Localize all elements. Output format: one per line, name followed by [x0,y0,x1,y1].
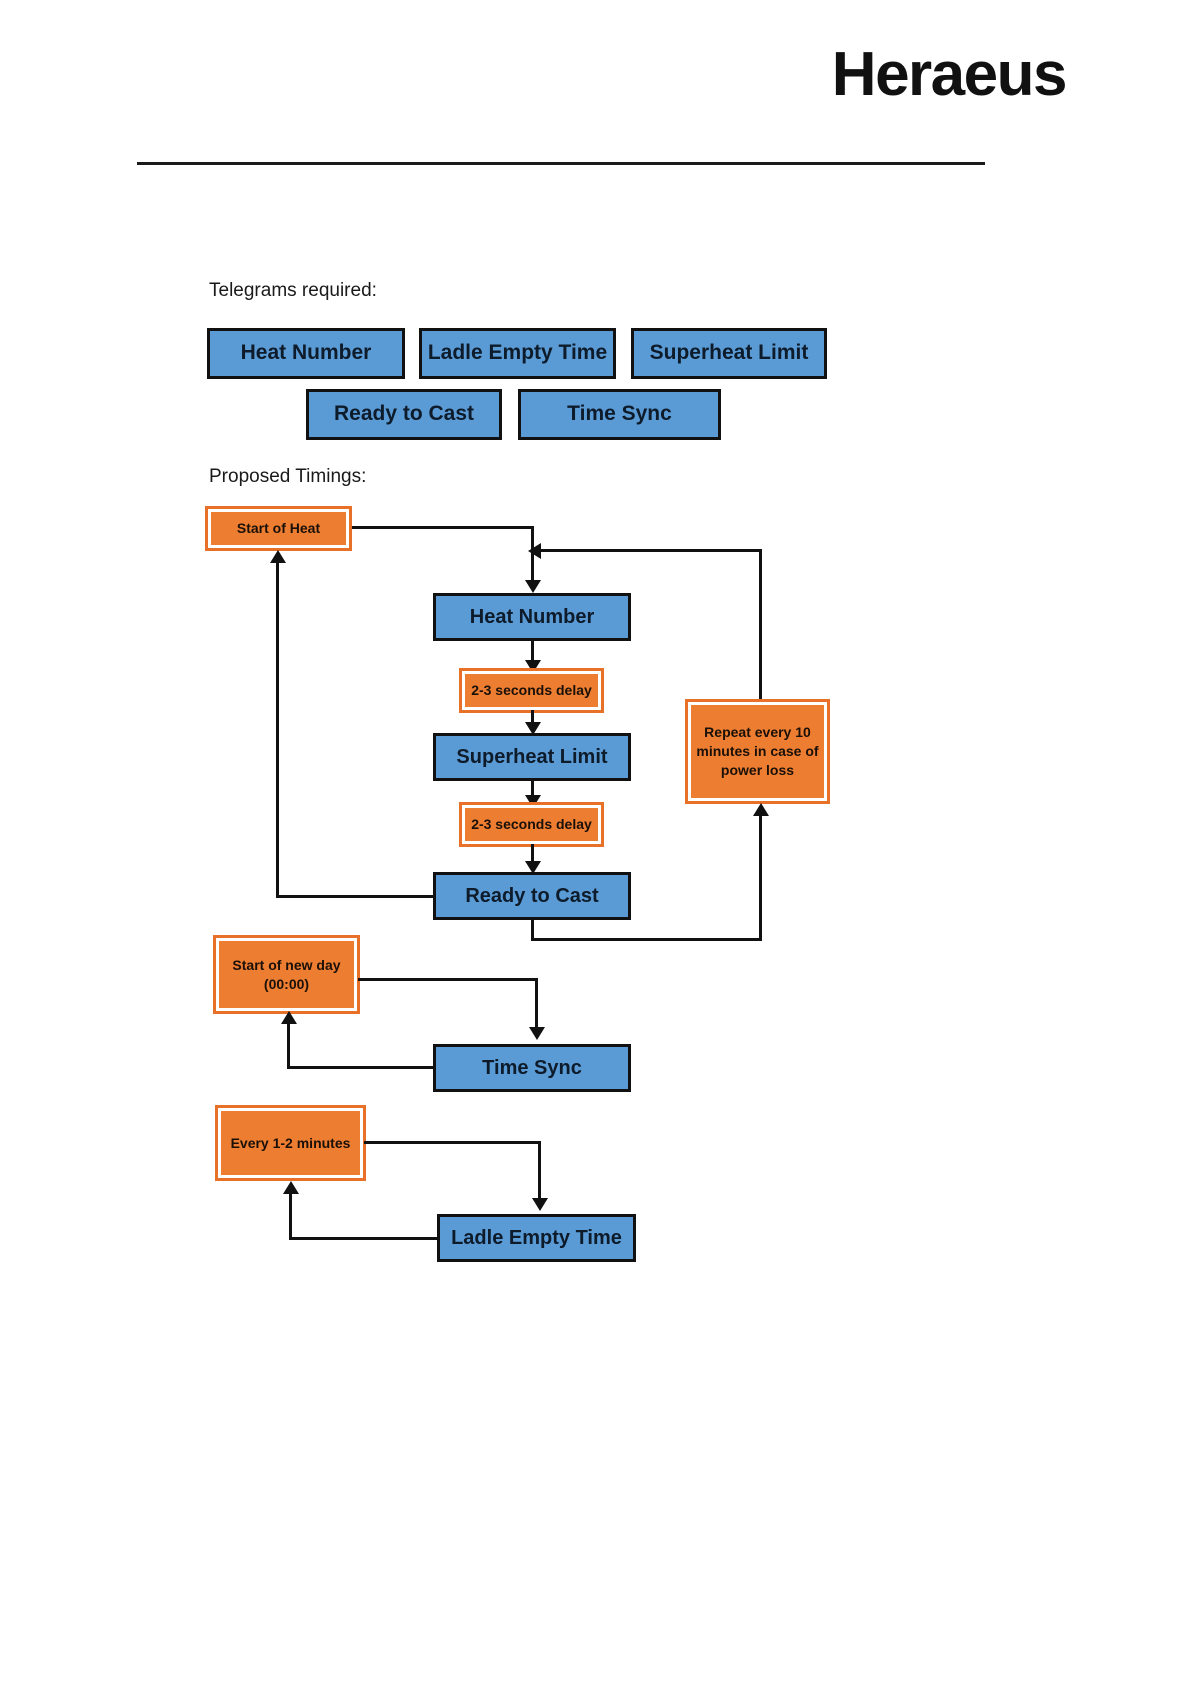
connector-repeat-feedback-horizontal [534,549,762,552]
connector-every-minutes-down [538,1141,541,1201]
arrowhead-into-start-of-new-day [281,1011,297,1024]
connector-ready-to-cast-to-repeat [531,938,762,941]
arrowhead-into-heat-number [525,580,541,593]
header-divider [137,162,985,165]
connector-time-sync-left [287,1066,435,1069]
arrowhead-into-delay1 [525,660,541,673]
connector-superheat-to-delay2 [531,781,534,805]
connector-start-of-heat-right [352,526,534,529]
flow-box-time-sync: Time Sync [433,1044,631,1092]
flow-box-heat-number: Heat Number [433,593,631,641]
flow-box-ladle-empty-time: Ladle Empty Time [437,1214,636,1262]
connector-new-day-down [535,978,538,1031]
flow-box-start-of-new-day: Start of new day (00:00) [213,935,360,1014]
flow-box-superheat-limit: Superheat Limit [433,733,631,781]
start-of-new-day-line-2: (00:00) [263,975,310,992]
connector-ready-to-cast-left [276,895,434,898]
flow-box-delay-1: 2-3 seconds delay [459,668,604,713]
connector-delay2-to-ready-to-cast [531,844,534,869]
telegram-box-superheat-limit: Superheat Limit [631,328,827,379]
proposed-timings-label: Proposed Timings: [209,466,367,487]
connector-heat-number-to-delay1 [531,641,534,664]
arrowhead-into-superheat-limit [525,722,541,735]
telegram-box-ladle-empty-time: Ladle Empty Time [419,328,616,379]
start-of-new-day-line-1: Start of new day [232,956,341,973]
arrowhead-into-ready-to-cast [525,861,541,874]
arrowhead-into-every-1-2-minutes [283,1181,299,1194]
telegram-box-ready-to-cast: Ready to Cast [306,389,502,440]
connector-ladle-up [289,1194,292,1240]
connector-repeat-feedback-vertical [759,549,762,710]
connector-time-sync-up [287,1024,290,1069]
flow-box-every-1-2-minutes: Every 1-2 minutes [215,1105,366,1181]
connector-every-minutes-right [364,1141,541,1144]
arrowhead-into-time-sync [529,1027,545,1040]
connector-new-day-right [358,978,538,981]
arrowhead-into-start-of-heat [270,550,286,563]
telegrams-required-label: Telegrams required: [209,280,377,301]
flow-box-repeat-note: Repeat every 10 minutes in case of power… [685,699,830,804]
flow-box-ready-to-cast: Ready to Cast [433,872,631,920]
arrowhead-into-delay2 [525,795,541,808]
connector-up-into-repeat-box [759,816,762,940]
telegram-box-heat-number: Heat Number [207,328,405,379]
arrowhead-repeat-feedback [528,543,541,559]
heraeus-logo: Heraeus [831,40,1068,109]
connector-ladle-left [289,1237,439,1240]
connector-delay1-to-superheat [531,710,534,726]
flow-box-delay-2: 2-3 seconds delay [459,802,604,847]
connector-back-to-start-of-heat [276,562,279,898]
telegram-box-time-sync: Time Sync [518,389,721,440]
arrowhead-into-ladle-empty-time [532,1198,548,1211]
arrowhead-into-repeat-box [753,803,769,816]
connector-ready-to-cast-down [531,920,534,940]
flow-box-start-of-heat: Start of Heat [205,506,352,551]
